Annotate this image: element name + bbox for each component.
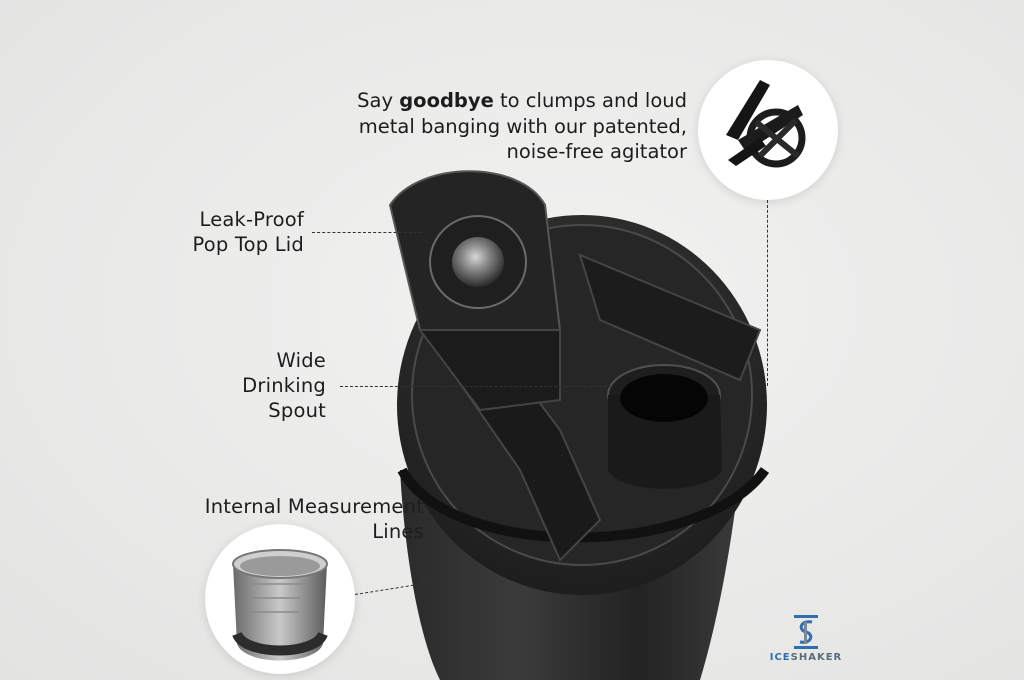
lid-callout-line-2: Pop Top Lid [192, 233, 304, 256]
headline-bold-word: goodbye [399, 89, 494, 112]
brand-part-shaker: SHAKER [790, 652, 843, 663]
measurement-callout-line-1: Internal Measurement [204, 495, 424, 518]
lid-callout-line-1: Leak-Proof [199, 208, 304, 231]
iceshaker-logo-icon [794, 615, 818, 649]
steel-cup-icon [232, 549, 328, 661]
spout-callout: Wide Drinking Spout [166, 348, 326, 423]
brand-part-ice: ICE [769, 652, 791, 663]
lid-leader-line [312, 232, 422, 233]
headline-line-3: noise-free agitator [506, 140, 687, 163]
cup-inset [205, 524, 355, 674]
lid-callout: Leak-Proof Pop Top Lid [104, 207, 304, 257]
headline-text-pre: Say [357, 89, 400, 112]
agitator-icon [726, 80, 806, 168]
spout-callout-line-3: Spout [268, 399, 326, 422]
headline-text-post: to clumps and loud [493, 89, 687, 112]
spout-callout-line-2: Drinking [242, 374, 326, 397]
measurement-callout: Internal Measurement Lines [164, 494, 424, 544]
spout-leader-line [340, 386, 612, 387]
agitator-leader-line [767, 200, 768, 386]
spout-callout-line-1: Wide [276, 349, 326, 372]
iceshaker-logo: ICESHAKER [768, 612, 844, 663]
headline-line-2: metal banging with our patented, [358, 114, 687, 138]
agitator-headline: Say goodbye to clumps and loud metal ban… [347, 88, 687, 165]
agitator-inset [698, 60, 838, 200]
measurement-callout-line-2: Lines [372, 520, 424, 543]
